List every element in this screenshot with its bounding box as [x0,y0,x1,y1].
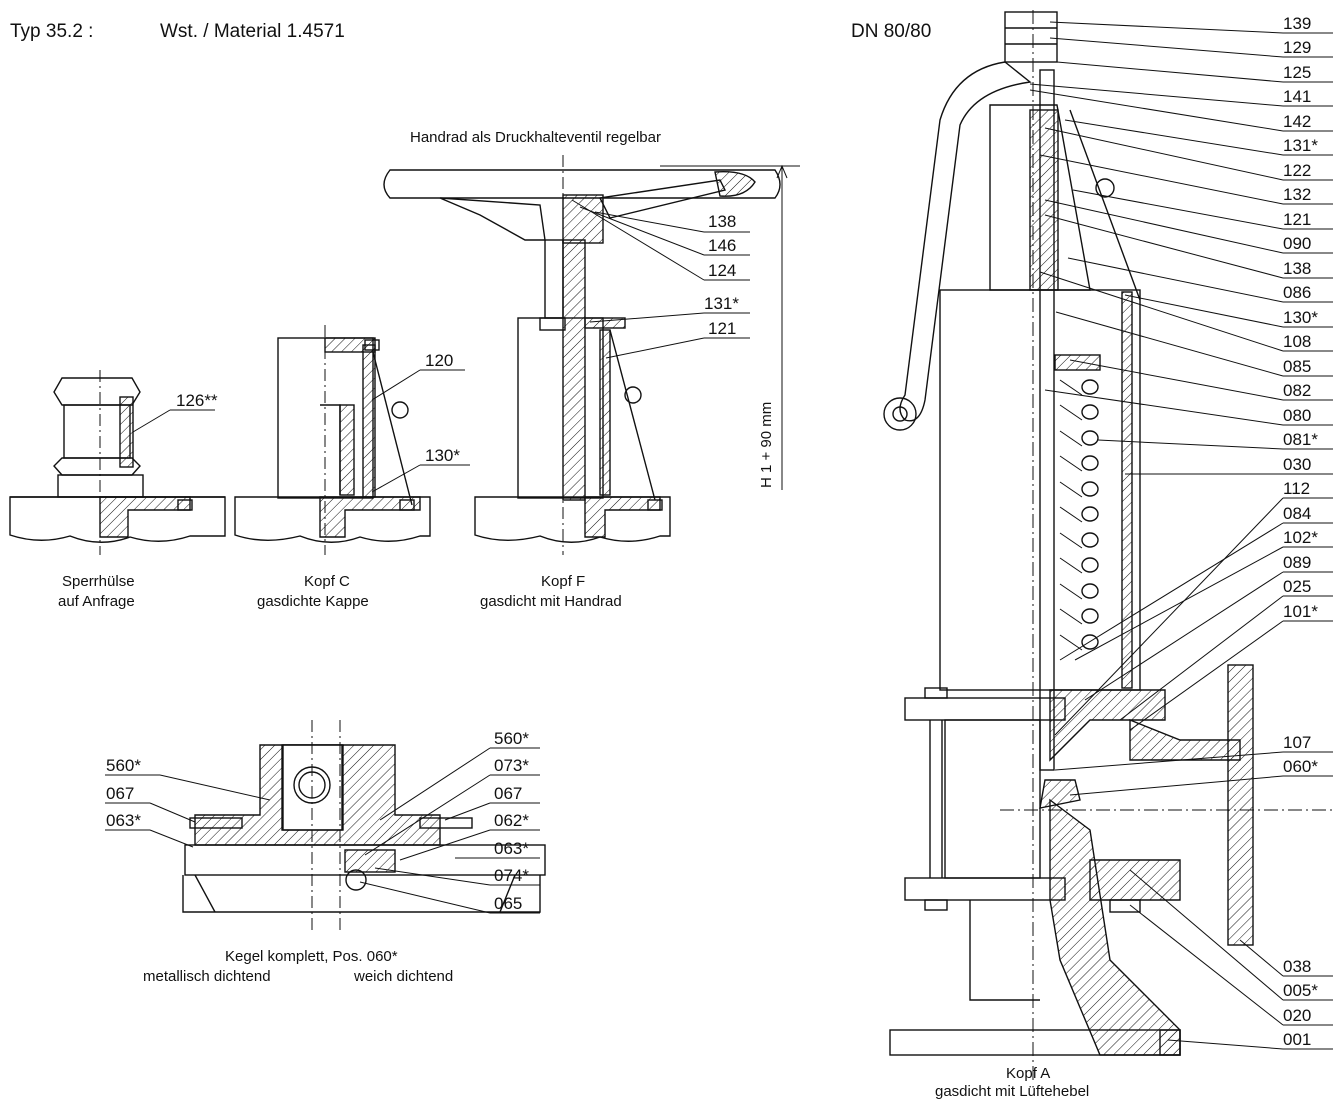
label-120: 120 [425,351,454,370]
leader-lines-main [1029,21,1333,1050]
label-138: 138 [708,212,737,231]
typ-label: Typ 35.2 : [10,21,94,42]
material-label: Wst. / Material 1.4571 [160,21,345,42]
part-060: 060* [1283,757,1318,776]
label-065-right: 065 [494,894,523,913]
label-067-left: 067 [106,784,135,803]
kopf-c-detail [234,325,431,555]
part-081: 081* [1283,430,1318,449]
label-130: 130* [425,446,460,465]
handrad-caption: Handrad als Druckhalteventil regelbar [410,129,661,146]
part-129: 129 [1283,38,1312,57]
kegel-caption-1: Kegel komplett, Pos. 060* [225,948,398,965]
part-141: 141 [1283,87,1312,106]
part-112: 112 [1283,479,1311,498]
part-082: 082 [1283,381,1312,400]
dn-label: DN 80/80 [851,21,932,42]
part-085: 085 [1283,357,1312,376]
label-073-right: 073* [494,756,529,775]
leader-lines-details [105,199,750,914]
label-062-right: 062* [494,811,529,830]
kegel-caption-metall: metallisch dichtend [143,968,271,985]
part-122: 122 [1283,161,1312,180]
part-131: 131* [1283,136,1318,155]
kopf-c-caption-2: gasdichte Kappe [257,593,369,610]
kopf-f-caption-1: Kopf F [541,573,586,590]
label-146: 146 [708,236,737,255]
part-142: 142 [1283,112,1312,131]
label-560-right: 560* [494,729,529,748]
part-102: 102* [1283,528,1318,547]
part-130: 130* [1283,308,1318,327]
sperrhuelse-caption-2: auf Anfrage [58,593,135,610]
part-020: 020 [1283,1006,1312,1025]
kopf-f-caption-2: gasdicht mit Handrad [480,593,622,610]
part-084: 084 [1283,504,1312,523]
part-001: 001 [1283,1030,1312,1049]
part-038: 038 [1283,957,1312,976]
sperrhuelse-detail [9,370,226,555]
part-005: 005* [1283,981,1318,1000]
part-030: 030 [1283,455,1312,474]
dimension-label: H 1 + 90 mm [758,401,775,488]
kegel-detail [182,720,546,930]
part-090: 090 [1283,234,1312,253]
part-139: 139 [1283,14,1312,33]
kopf-a-caption-2: gasdicht mit Lüftehebel [935,1083,1090,1100]
label-063-right: 063* [494,839,529,858]
label-126: 126** [176,391,218,410]
part-080: 080 [1283,406,1312,425]
label-067-right: 067 [494,784,523,803]
part-089: 089 [1283,553,1312,572]
label-074-right: 074* [494,866,529,885]
label-560-left: 560* [106,756,141,775]
part-086: 086 [1283,283,1312,302]
label-124: 124 [708,261,737,280]
label-063-left: 063* [106,811,141,830]
kopf-a-caption-1: Kopf A [1006,1065,1051,1082]
spring-coils [1059,379,1099,651]
part-107: 107 [1283,733,1312,752]
label-121: 121 [708,319,737,338]
part-108: 108 [1283,332,1312,351]
kegel-caption-weich: weich dichtend [354,968,454,985]
part-101: 101* [1283,602,1318,621]
label-131: 131* [704,294,739,313]
part-132: 132 [1283,185,1312,204]
sperrhuelse-caption-1: Sperrhülse [62,573,135,590]
part-138: 138 [1283,259,1312,278]
main-valve [883,10,1333,1080]
part-025: 025 [1283,577,1312,596]
kopf-f-detail [383,155,800,555]
part-125: 125 [1283,63,1312,82]
part-121: 121 [1283,210,1312,229]
kopf-c-caption-1: Kopf C [304,573,350,590]
